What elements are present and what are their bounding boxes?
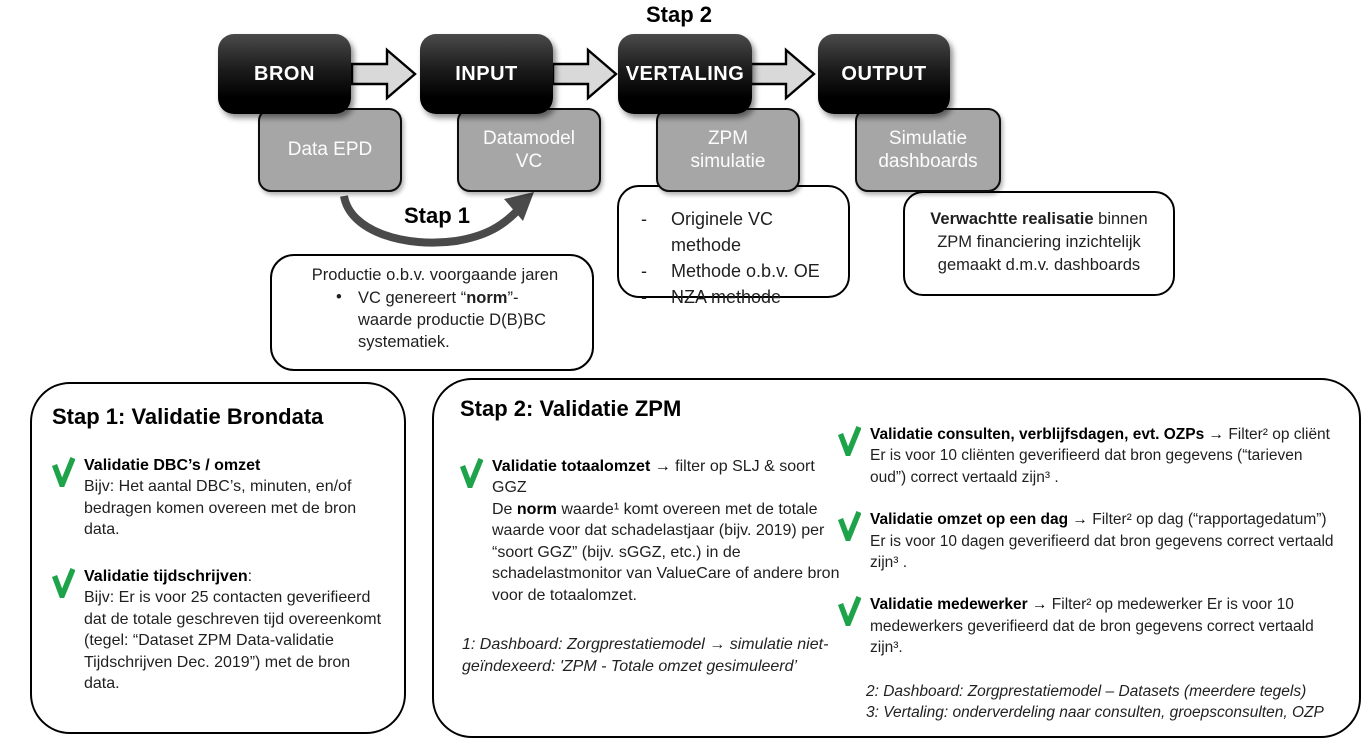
vertaling-methods-box: - Originele VC methode - Methode o.b.v. … bbox=[617, 185, 850, 307]
validation-text: Validatie medewerker → Filter² op medewe… bbox=[870, 596, 1314, 656]
arrow-glyph: → bbox=[650, 458, 676, 475]
production-bullet-row: • VC genereert “norm”-waarde productie D… bbox=[336, 288, 580, 353]
validation-item: Validatie tijdschrijven: Bijv: Er is voo… bbox=[52, 566, 382, 695]
stap1-box-title: Stap 1: Validatie Brondata bbox=[52, 404, 324, 429]
subbox-zpm-simulatie: ZPM simulatie bbox=[656, 108, 800, 192]
arrow-glyph: → bbox=[709, 636, 726, 654]
check-icon bbox=[52, 567, 75, 598]
flow-arrow-icon bbox=[351, 47, 417, 101]
subbox-label: Datamodel VC bbox=[483, 127, 575, 172]
arrow-glyph: → bbox=[1027, 596, 1052, 614]
footnote-3: 3: Vertaling: onderverdeling naar consul… bbox=[866, 704, 1324, 722]
check-icon bbox=[52, 456, 75, 487]
subbox-label: Data EPD bbox=[287, 139, 373, 161]
footnote-1: 1: Dashboard: Zorgprestatiemodel → simul… bbox=[462, 636, 829, 675]
check-icon bbox=[838, 511, 861, 542]
stage-label-bron: BRON bbox=[254, 62, 315, 85]
stap1-validation-box: Stap 1: Validatie Brondata Validatie DBC… bbox=[30, 382, 406, 734]
output-description-box: Verwachtte realisatie binnen ZPM financi… bbox=[903, 191, 1175, 296]
method-item: - Methode o.b.v. OE bbox=[641, 258, 848, 284]
subbox-label: Simulatie dashboards bbox=[878, 127, 978, 172]
dash-marker: - bbox=[641, 261, 647, 282]
dash-marker: - bbox=[641, 287, 647, 308]
check-icon bbox=[460, 457, 483, 488]
method-item: - Originele VC methode bbox=[641, 206, 848, 258]
flow-arrow-icon bbox=[750, 47, 816, 101]
validation-item: Validatie DBC’s / omzet Bijv: Het aantal… bbox=[52, 455, 382, 541]
stap1-label: Stap 1 bbox=[404, 203, 471, 228]
stage-label-vertaling: VERTALING bbox=[625, 62, 745, 85]
method-label: Originele VC methode bbox=[671, 209, 774, 256]
validation-text: Validatie omzet op een dag → Filter² op … bbox=[870, 511, 1334, 571]
stap2-left-column: Validatie totaalomzet → filter op SLJ & … bbox=[460, 456, 846, 677]
arrow-glyph: → bbox=[1068, 511, 1093, 529]
production-note-box: Productie o.b.v. voorgaande jaren • VC g… bbox=[270, 254, 594, 371]
validation-item: Validatie totaalomzet → filter op SLJ & … bbox=[460, 456, 846, 606]
subbox-data-epd: Data EPD bbox=[258, 108, 402, 192]
bullet-marker: • bbox=[336, 288, 342, 306]
production-line1: Productie o.b.v. voorgaande jaren bbox=[311, 266, 559, 284]
stap2-label: Stap 2 bbox=[646, 2, 713, 27]
check-icon bbox=[838, 425, 861, 456]
stage-box-bron: BRON bbox=[218, 34, 351, 114]
validation-text: Validatie consulten, verblijfsdagen, evt… bbox=[870, 426, 1330, 486]
stap2-validation-box: Stap 2: Validatie ZPM Validatie totaalom… bbox=[432, 378, 1361, 738]
dash-marker: - bbox=[641, 209, 647, 229]
subbox-datamodel-vc: Datamodel VC bbox=[457, 108, 601, 192]
stap2-right-column: Validatie consulten, verblijfsdagen, evt… bbox=[838, 424, 1338, 724]
validation-item: Validatie medewerker → Filter² op medewe… bbox=[838, 594, 1338, 658]
subbox-label: ZPM simulatie bbox=[690, 127, 766, 172]
stage-box-input: INPUT bbox=[420, 34, 553, 114]
arrow-glyph: → bbox=[1204, 426, 1229, 443]
stage-box-vertaling: VERTALING bbox=[618, 34, 752, 114]
validation-item: Validatie omzet op een dag → Filter² op … bbox=[838, 509, 1338, 573]
stap1-curved-arrow-icon bbox=[340, 192, 534, 247]
validation-text: Validatie DBC’s / omzet Bijv: Het aantal… bbox=[84, 457, 357, 539]
stap2-box-title: Stap 2: Validatie ZPM bbox=[460, 396, 682, 421]
production-bullet-text: VC genereert “norm”-waarde productie D(B… bbox=[358, 289, 546, 351]
method-item: - NZA methode bbox=[641, 284, 848, 310]
check-icon bbox=[838, 596, 861, 627]
method-label: NZA methode bbox=[671, 287, 782, 308]
footnote-2: 2: Dashboard: Zorgprestatiemodel – Datas… bbox=[866, 683, 1307, 701]
method-label: Methode o.b.v. OE bbox=[671, 261, 820, 282]
subbox-simulatie-dashboards: Simulatie dashboards bbox=[855, 108, 1001, 192]
stage-label-output: OUTPUT bbox=[841, 62, 927, 85]
stage-box-output: OUTPUT bbox=[818, 34, 950, 114]
flow-arrow-icon bbox=[552, 47, 618, 101]
validation-text: Validatie totaalomzet → filter op SLJ & … bbox=[492, 458, 840, 604]
validation-text: Validatie tijdschrijven: Bijv: Er is voo… bbox=[84, 567, 382, 692]
validation-item: Validatie consulten, verblijfsdagen, evt… bbox=[838, 424, 1338, 488]
stage-label-input: INPUT bbox=[455, 62, 518, 85]
